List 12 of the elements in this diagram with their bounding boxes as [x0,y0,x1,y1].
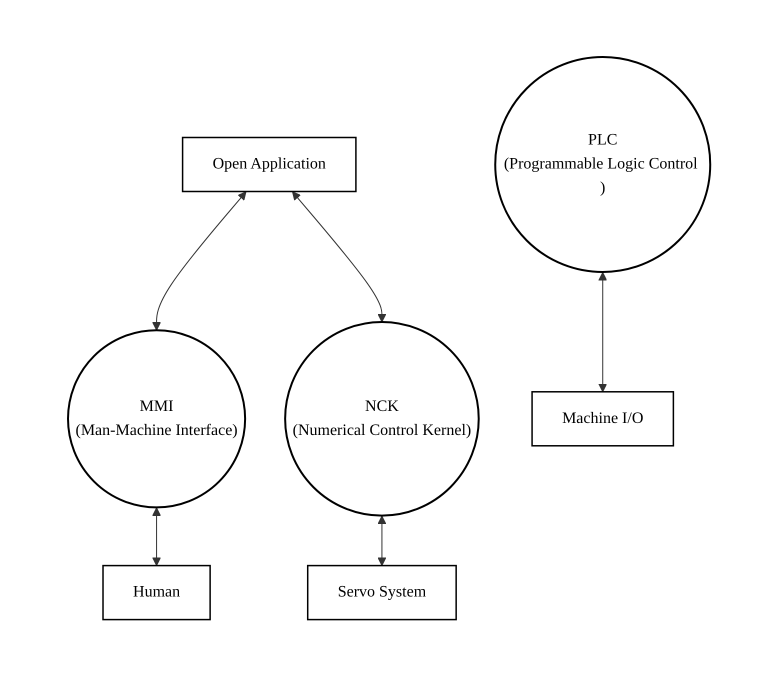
node-box: Servo System [306,565,457,621]
node-box: Machine I/O [531,391,674,447]
arrow [152,192,246,331]
arrow [598,272,607,392]
node-circle: PLC (Programmable Logic Control ) [494,56,712,274]
node-box: Human [102,565,211,621]
arrow [377,516,386,566]
node-box: Open Application [182,136,357,192]
node-circle: NCK (Numerical Control Kernel) [284,321,480,517]
arrow [292,192,386,323]
arrow [152,508,161,566]
node-circle: MMI (Man-Machine Interface) [66,329,246,509]
